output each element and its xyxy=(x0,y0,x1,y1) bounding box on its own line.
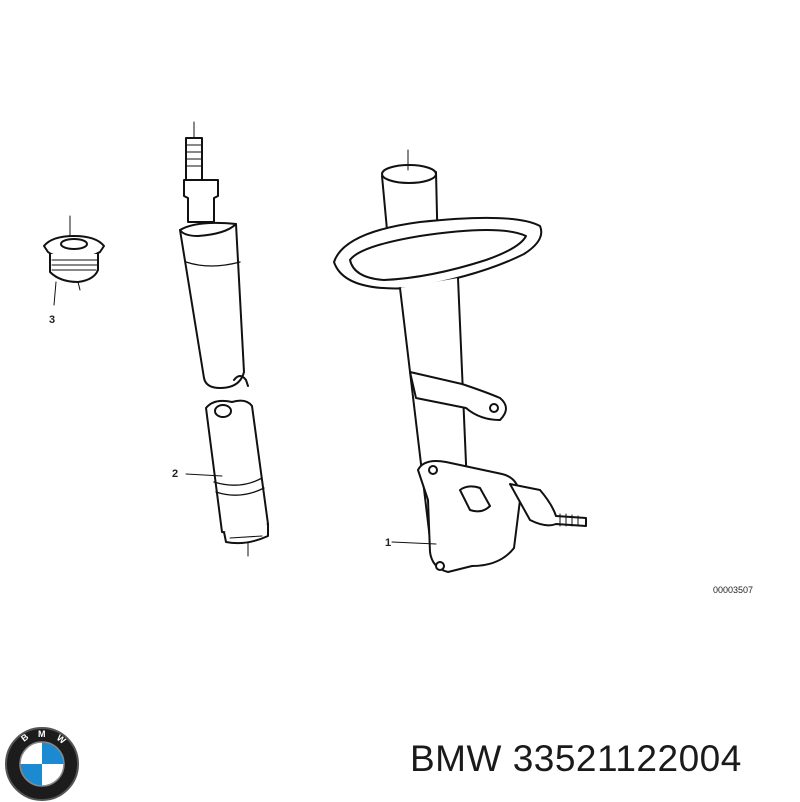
diagram-reference-code: 00003507 xyxy=(713,585,754,595)
brand-part-number: BMW 33521122004 xyxy=(410,738,742,779)
part-2-shock-absorber xyxy=(179,121,269,557)
bmw-logo-icon: B M W xyxy=(5,727,79,801)
part-1-strut-assembly xyxy=(333,149,587,573)
part-3-nut xyxy=(43,215,105,306)
callout-3: 3 xyxy=(49,314,56,326)
svg-text:M: M xyxy=(38,729,46,739)
callout-1: 1 xyxy=(385,537,392,549)
svg-text:B: B xyxy=(19,731,31,743)
callout-2: 2 xyxy=(172,468,179,480)
